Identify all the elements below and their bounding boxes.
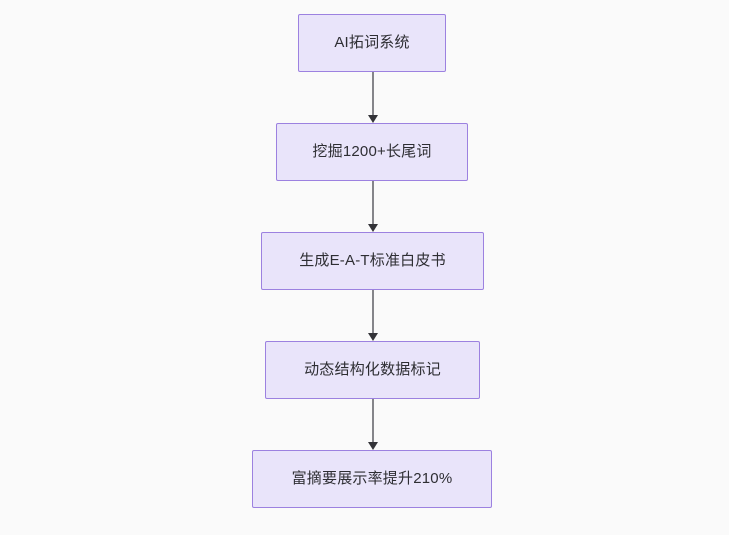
node-label: AI拓词系统 bbox=[334, 33, 410, 51]
arrowhead-icon bbox=[368, 115, 378, 123]
arrowhead-icon bbox=[368, 442, 378, 450]
edge-line bbox=[372, 72, 374, 117]
edge-line bbox=[372, 290, 374, 335]
edge-line bbox=[372, 399, 374, 444]
flowchart-node-ai-keyword-system[interactable]: AI拓词系统 bbox=[298, 14, 446, 72]
edge-line bbox=[372, 181, 374, 226]
flowchart-node-rich-snippet-rate[interactable]: 富摘要展示率提升210% bbox=[252, 450, 492, 508]
flowchart-node-long-tail-keywords[interactable]: 挖掘1200+长尾词 bbox=[276, 123, 468, 181]
flowchart-node-eat-whitepaper[interactable]: 生成E-A-T标准白皮书 bbox=[261, 232, 484, 290]
node-label: 挖掘1200+长尾词 bbox=[312, 142, 432, 160]
arrowhead-icon bbox=[368, 333, 378, 341]
node-label: 动态结构化数据标记 bbox=[304, 360, 441, 378]
node-label: 生成E-A-T标准白皮书 bbox=[299, 251, 446, 269]
node-label: 富摘要展示率提升210% bbox=[291, 469, 453, 487]
flowchart-node-structured-data-markup[interactable]: 动态结构化数据标记 bbox=[265, 341, 480, 399]
arrowhead-icon bbox=[368, 224, 378, 232]
